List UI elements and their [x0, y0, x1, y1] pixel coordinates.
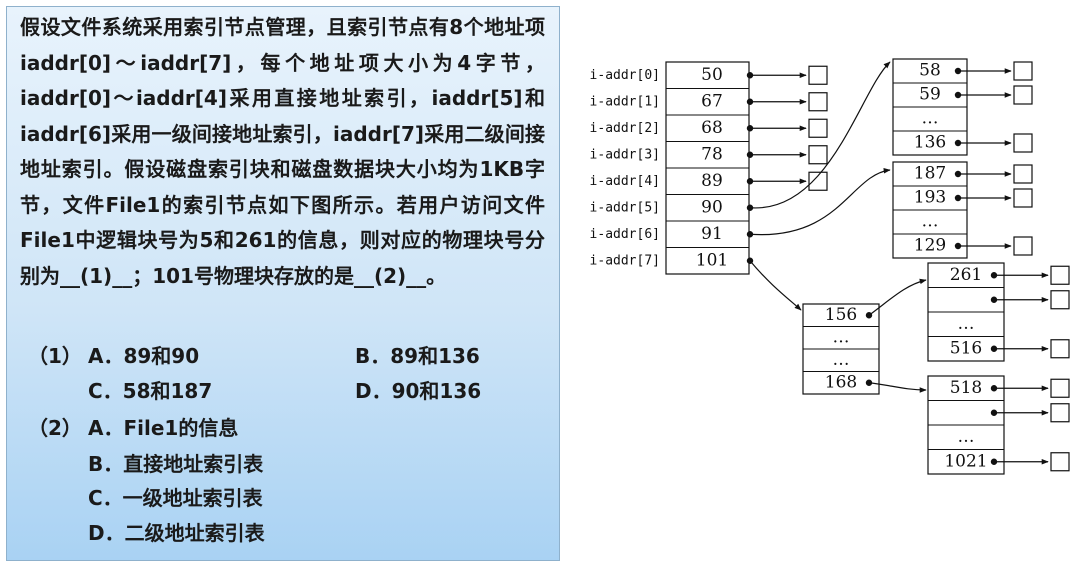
direct-data-block-1 — [808, 92, 828, 112]
inode-label-0: i-addr[0] — [590, 68, 660, 83]
index-block-90-cell-1: 59 — [919, 85, 941, 105]
direct-data-block-4 — [808, 171, 828, 191]
inode-label-7: i-addr[7] — [590, 253, 660, 268]
q2-option-a: A．File1的信息 — [88, 416, 239, 440]
block168-data-block-3 — [1050, 452, 1070, 472]
block91-data-block-3 — [1013, 236, 1033, 256]
index-block-91-cell-2: … — [922, 212, 939, 232]
question-text: 假设文件系统采用索引节点管理，且索引节点有8个地址项iaddr[0]～iaddr… — [20, 15, 545, 288]
inode-block-cell-7: 101 — [696, 250, 728, 270]
direct-data-block-0 — [808, 65, 828, 85]
inode-block-cell-4: 89 — [701, 171, 723, 191]
index-block-101-cell-3: 168 — [825, 372, 857, 392]
inode-label-1: i-addr[1] — [590, 94, 660, 109]
index-block-101-cell-1: … — [833, 327, 850, 347]
q2-option-b: B．直接地址索引表 — [88, 452, 264, 476]
inode-label-6: i-addr[6] — [590, 227, 660, 242]
q2-option-d: D．二级地址索引表 — [88, 521, 265, 545]
inode-label-4: i-addr[4] — [590, 174, 660, 189]
direct-data-block-2 — [808, 118, 828, 138]
index-block-90-cell-3: 136 — [914, 133, 946, 153]
block156-data-block-1 — [1050, 290, 1070, 310]
index-block-156-cell-0: 261 — [950, 265, 982, 285]
inode-block-cell-6: 91 — [701, 224, 723, 244]
index-block-168-cell-2: … — [958, 427, 975, 447]
index-block-90-cell-2: … — [922, 109, 939, 129]
block156-data-block-0 — [1050, 265, 1070, 285]
block168-data-block-0 — [1050, 378, 1070, 398]
block91-data-block-0 — [1013, 164, 1033, 184]
iaddr7-to-block101-arrow — [749, 260, 802, 311]
inode-block-cell-0: 50 — [701, 65, 723, 85]
iaddr5-to-block90-arrow — [749, 61, 891, 209]
index-block-168-cell-3: 1021 — [944, 451, 987, 471]
inode-label-5: i-addr[5] — [590, 200, 660, 215]
block101-to-block168-arrow — [868, 382, 927, 393]
index-block-101-cell-2: … — [833, 350, 850, 370]
question-panel — [6, 6, 560, 561]
block156-data-block-3 — [1050, 339, 1070, 359]
q1-label: （1） — [28, 344, 82, 368]
index-block-91-cell-0: 187 — [914, 164, 946, 184]
q1-option-b: B．89和136 — [355, 344, 480, 368]
index-block-90-cell-0: 58 — [919, 61, 941, 81]
inode-block-cell-1: 67 — [701, 91, 723, 111]
index-block-101-cell-0: 156 — [825, 305, 857, 325]
q2-option-c: C．一级地址索引表 — [88, 486, 263, 510]
index-block-91-cell-3: 129 — [914, 236, 946, 256]
direct-data-block-3 — [808, 145, 828, 165]
index-block-168-cell-0: 518 — [950, 378, 982, 398]
inode-block-cell-3: 78 — [701, 144, 723, 164]
block90-data-block-0 — [1013, 61, 1033, 81]
block91-data-block-1 — [1013, 188, 1033, 208]
iaddr6-to-block91-arrow — [749, 168, 891, 236]
inode-label-3: i-addr[3] — [590, 147, 660, 162]
inode-label-2: i-addr[2] — [590, 121, 660, 136]
index-block-156-cell-2: … — [958, 314, 975, 334]
index-block-91-cell-1: 193 — [914, 188, 946, 208]
q1-option-a: A．89和90 — [88, 344, 200, 368]
q1-option-d: D．90和136 — [355, 379, 482, 403]
inode-block-cell-5: 90 — [701, 197, 723, 217]
block168-data-block-1 — [1050, 403, 1070, 423]
block90-data-block-1 — [1013, 85, 1033, 105]
block90-data-block-3 — [1013, 133, 1033, 153]
inode-block-cell-2: 68 — [701, 118, 723, 138]
block101-to-block156-arrow — [868, 278, 927, 316]
index-block-156-cell-3: 516 — [950, 338, 982, 358]
q1-option-c: C．58和187 — [88, 379, 213, 403]
q2-label: （2） — [28, 416, 82, 440]
